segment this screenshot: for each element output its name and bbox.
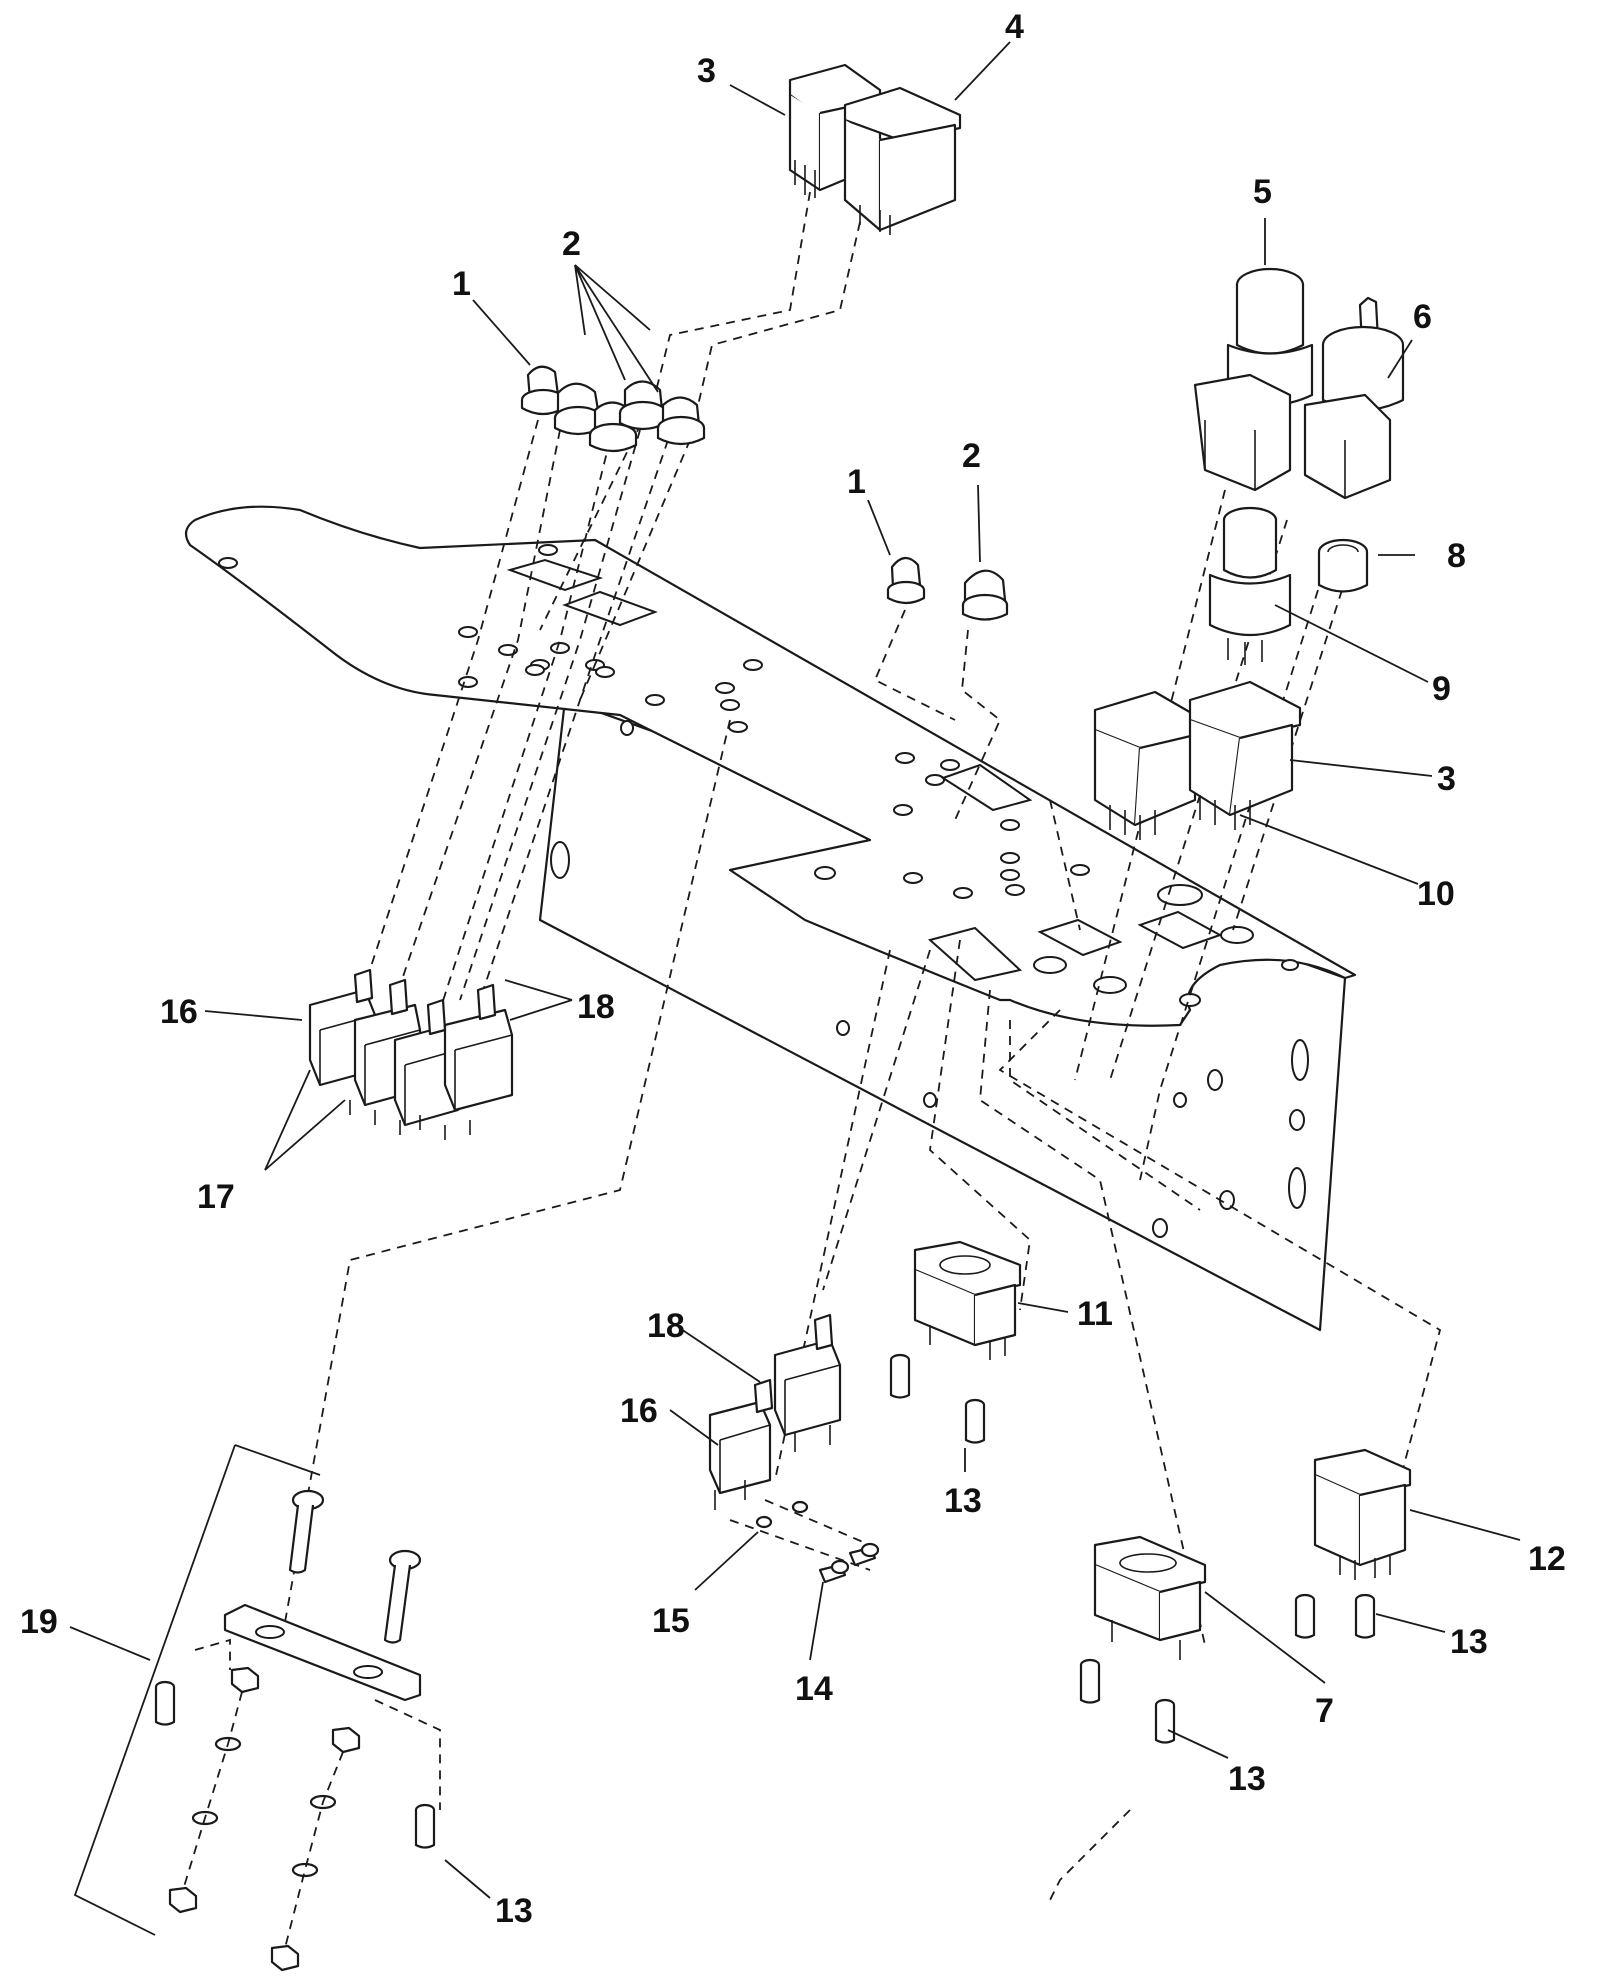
callout-14: 14 <box>795 1670 833 1708</box>
callout-13-bottom-right: 13 <box>1228 1760 1266 1798</box>
indicator-lamps-upper <box>520 365 706 453</box>
callout-15: 15 <box>652 1602 690 1640</box>
circuit-breakers-center <box>708 1313 842 1510</box>
indicator-lamps-middle <box>886 556 1009 621</box>
callout-1-middle: 1 <box>847 463 866 501</box>
callout-10: 10 <box>1417 875 1455 913</box>
callout-16-center: 16 <box>620 1392 658 1430</box>
bracket-kit-19 <box>73 1444 441 1972</box>
callout-19: 19 <box>20 1603 58 1641</box>
callout-13-bottom-left: 13 <box>495 1892 533 1930</box>
callout-17: 17 <box>197 1178 235 1216</box>
callout-13-center: 13 <box>944 1482 982 1520</box>
leader-lines <box>69 41 1521 1899</box>
callout-4: 4 <box>1005 8 1024 46</box>
pushbutton <box>1208 506 1292 665</box>
callout-9: 9 <box>1432 670 1451 708</box>
rocker-switch-right-1 <box>1093 690 1202 840</box>
callout-5: 5 <box>1253 173 1272 211</box>
assembly-lines <box>279 191 1442 1901</box>
callout-2-upper: 2 <box>562 225 581 263</box>
callout-6: 6 <box>1413 298 1432 336</box>
circuit-breakers-left <box>308 968 514 1140</box>
mushroom-button <box>1193 267 1314 492</box>
callout-7: 7 <box>1315 1692 1334 1730</box>
connector-7 <box>1093 1535 1207 1660</box>
grommet <box>1317 538 1369 593</box>
standoffs <box>154 1353 1376 1849</box>
connector-11 <box>913 1240 1022 1360</box>
callout-3-top: 3 <box>697 52 716 90</box>
screws-and-washers <box>755 1500 880 1584</box>
callout-16-left: 16 <box>160 993 198 1031</box>
callout-2-middle: 2 <box>962 437 981 475</box>
callout-labels: 1 2 3 4 5 6 1 2 8 9 3 10 16 18 17 11 18 … <box>20 8 1566 1930</box>
callout-3-right: 3 <box>1437 760 1456 798</box>
callout-13-right: 13 <box>1450 1623 1488 1661</box>
rocker-switch-right-2 <box>1188 680 1302 830</box>
callout-1-upper: 1 <box>452 265 471 303</box>
callout-8: 8 <box>1447 537 1466 575</box>
callout-18-center: 18 <box>647 1307 685 1345</box>
callout-18-left: 18 <box>577 988 615 1026</box>
rocker-switch-top-right <box>843 86 962 235</box>
callout-12: 12 <box>1528 1540 1566 1578</box>
callout-11: 11 <box>1077 1295 1113 1333</box>
connector-12 <box>1313 1448 1412 1580</box>
key-switch <box>1303 296 1405 500</box>
mounting-plate <box>184 505 1357 1332</box>
